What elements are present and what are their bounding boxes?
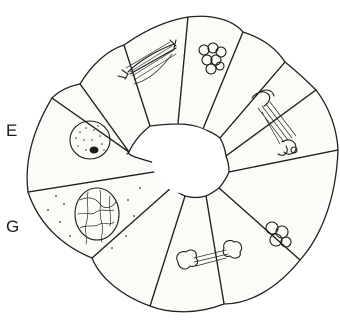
central-lumen bbox=[152, 126, 224, 194]
label-e: E bbox=[6, 121, 17, 140]
label-g: G bbox=[6, 217, 19, 236]
